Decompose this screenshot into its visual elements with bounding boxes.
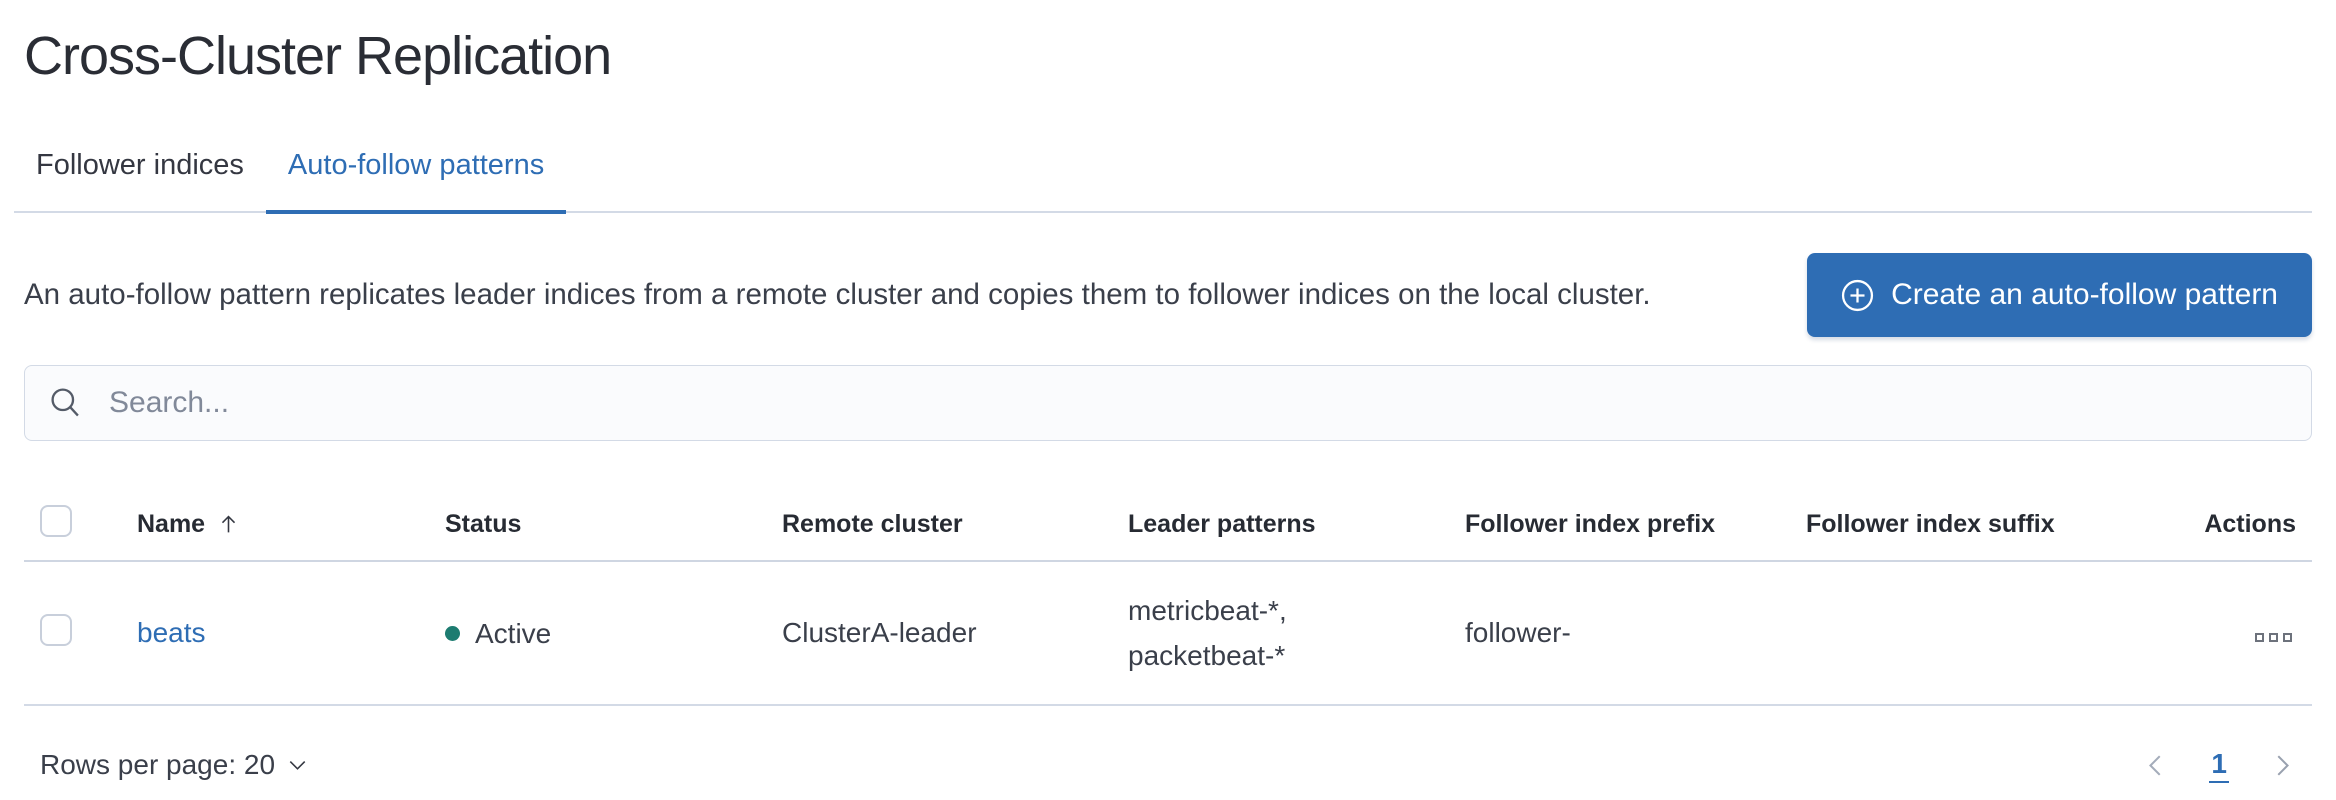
table-header-row: Name Status Remote cluster Leader patter… bbox=[24, 489, 2312, 562]
intro-description: An auto-follow pattern replicates leader… bbox=[24, 278, 1651, 311]
follower-index-prefix-cell: follower- bbox=[1449, 561, 1790, 706]
column-header-follower-index-suffix[interactable]: Follower index suffix bbox=[1790, 489, 2130, 562]
cross-cluster-replication-page: Cross-Cluster Replication Follower indic… bbox=[0, 20, 2336, 800]
tab-follower-indices[interactable]: Follower indices bbox=[36, 149, 244, 181]
status-label: Active bbox=[475, 617, 552, 649]
chevron-down-icon bbox=[287, 755, 308, 776]
plus-in-circle-icon bbox=[1841, 279, 1874, 312]
rows-per-page-selector[interactable]: Rows per page: 20 bbox=[40, 749, 308, 781]
pattern-name-link[interactable]: beats bbox=[137, 617, 206, 648]
tab-auto-follow-patterns[interactable]: Auto-follow patterns bbox=[265, 148, 567, 214]
create-button-label: Create an auto-follow pattern bbox=[1891, 278, 2278, 311]
next-page-chevron-icon[interactable] bbox=[2269, 752, 2296, 779]
status-active-dot-icon bbox=[445, 626, 460, 642]
search-bar bbox=[24, 365, 2312, 441]
tab-bar: Follower indices Auto-follow patterns bbox=[14, 148, 2312, 214]
create-auto-follow-pattern-button[interactable]: Create an auto-follow pattern bbox=[1807, 253, 2312, 337]
previous-page-chevron-icon[interactable] bbox=[2142, 752, 2169, 779]
remote-cluster-cell: ClusterA-leader bbox=[766, 561, 1112, 706]
column-header-remote-cluster[interactable]: Remote cluster bbox=[766, 489, 1112, 562]
table-row: beats Active ClusterA-leader metricbeat-… bbox=[24, 561, 2312, 706]
row-checkbox[interactable] bbox=[40, 613, 72, 646]
table-footer: Rows per page: 20 1 bbox=[24, 736, 2312, 794]
pagination: 1 bbox=[2142, 748, 2296, 783]
leader-patterns-cell: metricbeat-*, packetbeat-* bbox=[1112, 561, 1449, 706]
intro-section: An auto-follow pattern replicates leader… bbox=[24, 253, 2312, 337]
column-header-leader-patterns[interactable]: Leader patterns bbox=[1112, 489, 1449, 562]
rows-per-page-label: Rows per page: 20 bbox=[40, 749, 276, 780]
sort-ascending-icon bbox=[217, 513, 240, 536]
column-header-follower-index-prefix[interactable]: Follower index prefix bbox=[1449, 489, 1790, 562]
select-all-checkbox[interactable] bbox=[40, 505, 72, 537]
auto-follow-patterns-table: Name Status Remote cluster Leader patter… bbox=[24, 489, 2312, 706]
page-title: Cross-Cluster Replication bbox=[24, 26, 612, 86]
page-number-1[interactable]: 1 bbox=[2209, 748, 2229, 783]
column-header-actions: Actions bbox=[2130, 489, 2312, 562]
follower-index-suffix-cell bbox=[1790, 561, 2130, 706]
row-actions-icon[interactable] bbox=[2251, 629, 2296, 646]
column-header-name[interactable]: Name bbox=[121, 489, 429, 562]
search-input[interactable] bbox=[109, 366, 2287, 440]
column-header-status[interactable]: Status bbox=[429, 489, 766, 562]
search-icon bbox=[49, 386, 83, 420]
